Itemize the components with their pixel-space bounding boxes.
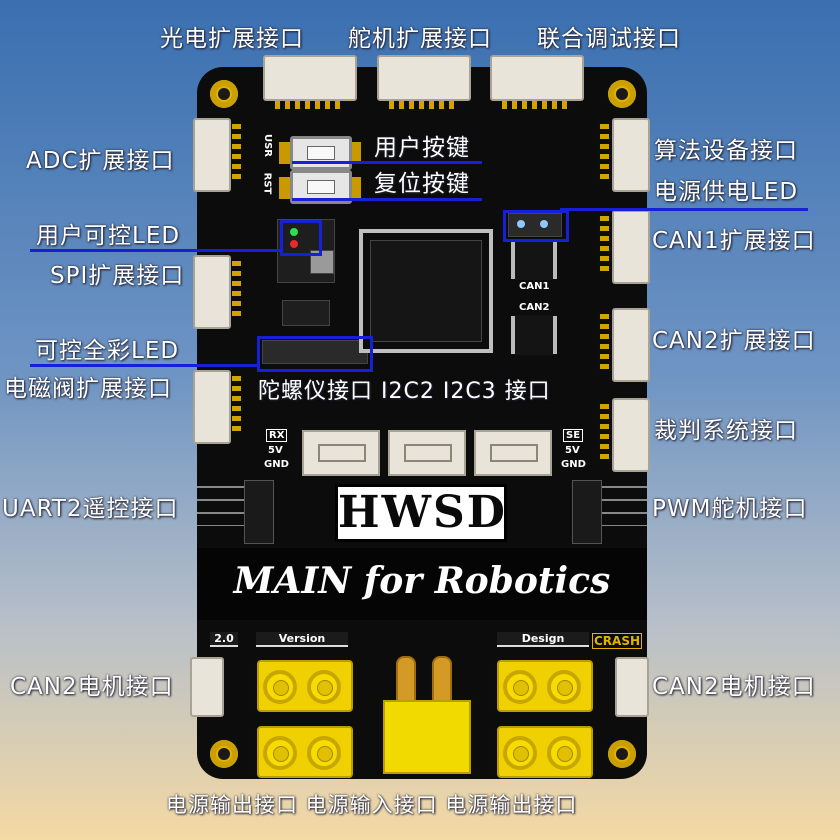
mount-hole-bl <box>210 740 238 768</box>
label-algo: 算法设备接口 <box>654 138 798 164</box>
rgb-led-strip <box>262 340 368 364</box>
spi-connector <box>193 255 231 329</box>
version-num-tag: 2.0 <box>210 632 238 647</box>
title-band <box>197 548 647 620</box>
algo-connector <box>612 118 650 192</box>
resistor-array <box>282 300 330 326</box>
gnd-silk: GND <box>264 459 289 470</box>
crash-tag: CRASH <box>592 633 643 649</box>
label-power-io: 电源输出接口 电源输入接口 电源输出接口 <box>166 793 578 817</box>
label-i2c: 陀螺仪接口 I2C2 I2C3 接口 <box>258 379 551 404</box>
label-valve: 电磁阀扩展接口 <box>4 376 172 402</box>
label-uart2: UART2遥控接口 <box>2 496 179 522</box>
can2-ext-pins <box>600 314 609 372</box>
can2-ext-connector <box>612 308 650 382</box>
can1-silk: CAN1 <box>519 281 550 292</box>
gnd-silk-right: GND <box>561 459 586 470</box>
user-button <box>290 136 352 170</box>
label-referee: 裁判系统接口 <box>654 418 798 444</box>
label-user-key: 用户按键 <box>374 135 470 161</box>
power-input-connector <box>383 700 471 774</box>
hwsd-logo: HWSD <box>335 484 507 542</box>
referee-connector <box>612 398 650 472</box>
button-pad <box>349 177 361 199</box>
adc-connector <box>193 118 231 192</box>
label-can2-motor-left: CAN2电机接口 <box>10 674 174 700</box>
can1-connector <box>612 210 650 284</box>
button-pad <box>279 142 291 164</box>
power-led-highlight <box>503 210 569 242</box>
xt60-output-left-top <box>257 660 353 712</box>
pwm-header-pins <box>600 486 647 526</box>
button-pad <box>279 177 291 199</box>
red-led-icon <box>290 240 298 248</box>
can2-silk: CAN2 <box>519 302 550 313</box>
xt60-output-right-top <box>497 660 593 712</box>
mount-hole-br <box>608 740 636 768</box>
label-adc: ADC扩展接口 <box>26 148 175 174</box>
uart2-header-pins <box>197 486 247 526</box>
se-silk: SE <box>563 429 584 442</box>
can2-motor-connector-right <box>615 657 649 717</box>
debug-connector <box>490 55 584 109</box>
usr-silk: USR <box>262 133 274 158</box>
button-pad <box>349 142 361 164</box>
board-title: MAIN for Robotics <box>233 560 611 602</box>
power-led-pointer <box>560 208 808 211</box>
rx-silk: RX <box>266 429 288 442</box>
label-user-led: 用户可控LED <box>36 223 181 249</box>
label-spi: SPI扩展接口 <box>50 263 185 289</box>
photoelectric-connector <box>263 55 357 109</box>
referee-pins <box>600 404 609 462</box>
label-can2-motor-right: CAN2电机接口 <box>652 674 816 700</box>
label-servo-ext: 舵机扩展接口 <box>348 26 492 52</box>
rgb-led-highlight <box>257 336 373 372</box>
servo-connector <box>377 55 471 109</box>
mount-hole-tl <box>210 80 238 108</box>
gyro-connector <box>302 430 380 476</box>
reset-key-pointer <box>292 198 482 201</box>
can1-pins <box>600 216 609 274</box>
green-led-icon <box>290 228 298 236</box>
user-key-pointer <box>292 161 482 164</box>
valve-connector <box>193 370 231 444</box>
label-photoelectric: 光电扩展接口 <box>160 26 304 52</box>
can2-motor-connector-left <box>190 657 224 717</box>
i2c2-connector <box>388 430 466 476</box>
can2-chip <box>515 315 553 355</box>
xt60-output-right-bottom <box>497 726 593 778</box>
spi-pins <box>232 261 241 319</box>
power-led-dot-icon <box>517 220 525 228</box>
label-rgb-led: 可控全彩LED <box>35 338 180 364</box>
can1-chip <box>515 240 553 280</box>
design-tag: Design <box>497 632 589 647</box>
version-tag: Version <box>256 632 348 647</box>
mount-hole-tr <box>608 80 636 108</box>
pwm-header <box>572 480 602 544</box>
label-power-led: 电源供电LED <box>654 179 799 205</box>
mcu-chip <box>370 240 482 342</box>
rgb-led-pointer <box>30 364 260 367</box>
xt60-output-left-bottom <box>257 726 353 778</box>
power-led-dot-icon <box>540 220 548 228</box>
5v-silk-right: 5V <box>565 445 580 456</box>
user-led-pointer <box>30 249 283 252</box>
i2c3-connector <box>474 430 552 476</box>
adc-pins <box>232 124 241 182</box>
label-pwm: PWM舵机接口 <box>652 496 808 522</box>
label-can1: CAN1扩展接口 <box>652 228 816 254</box>
label-debug: 联合调试接口 <box>537 26 681 52</box>
valve-pins <box>232 376 241 434</box>
label-reset-key: 复位按键 <box>374 171 470 197</box>
user-led-highlight <box>280 220 322 256</box>
algo-pins <box>600 124 609 182</box>
uart2-header <box>244 480 274 544</box>
rst-silk: RST <box>261 172 273 195</box>
label-can2-ext: CAN2扩展接口 <box>652 328 816 354</box>
5v-silk: 5V <box>268 445 283 456</box>
rgb-chip <box>310 250 334 274</box>
